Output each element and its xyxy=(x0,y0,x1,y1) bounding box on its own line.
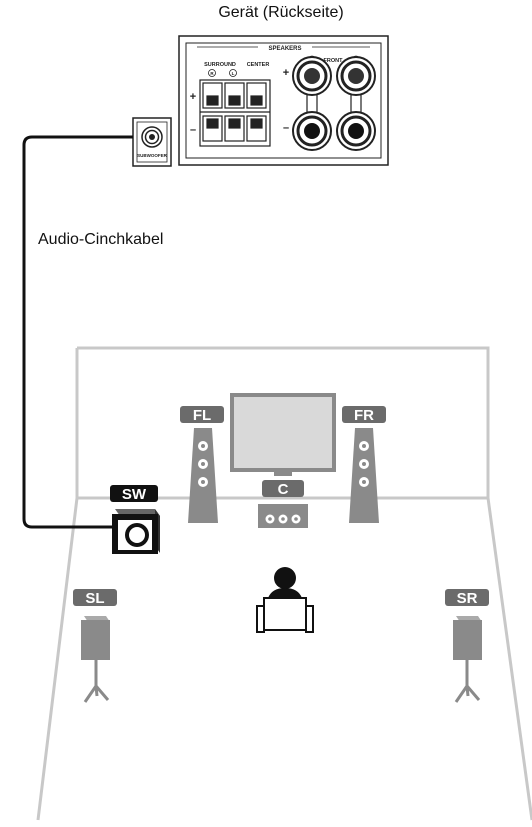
listener xyxy=(256,567,314,633)
surround-label: SURROUND xyxy=(204,62,236,68)
speaker-fr: FR xyxy=(342,406,386,523)
front-label: FRONT xyxy=(324,58,344,64)
surround-r-mark: R xyxy=(210,71,214,76)
terminal-minus-left: – xyxy=(190,124,196,136)
cable-label: Audio-Cinchkabel xyxy=(38,231,164,248)
badge-sw: SW xyxy=(122,486,147,503)
speaker-sr: SR xyxy=(445,589,489,703)
push-terminals xyxy=(199,79,271,147)
badge-sl: SL xyxy=(85,590,104,607)
badge-c: C xyxy=(278,481,289,498)
speaker-c: C xyxy=(258,480,308,528)
terminal-minus-right: – xyxy=(283,122,289,134)
device-rear-title: Gerät (Rückseite) xyxy=(218,4,344,21)
badge-sr: SR xyxy=(457,590,478,607)
subwoofer-jack: SUBWOOFER xyxy=(132,117,172,167)
badge-fl: FL xyxy=(193,407,211,424)
speaker-fl: FL xyxy=(180,406,224,523)
terminal-plus-right: + xyxy=(283,67,289,79)
audio-cable xyxy=(22,135,133,529)
tv xyxy=(230,393,336,476)
badge-fr: FR xyxy=(354,407,374,424)
front-binding-posts xyxy=(292,56,376,151)
terminal-plus-left: + xyxy=(190,91,196,103)
speaker-sl: SL xyxy=(73,589,117,703)
receiver-rear-panel: SPEAKERS SURROUND CENTER R L + – R FRONT… xyxy=(178,35,389,166)
speakers-header: SPEAKERS xyxy=(268,46,301,52)
speaker-sw: SW xyxy=(110,485,160,554)
surround-l-mark: L xyxy=(232,71,235,76)
subwoofer-jack-label: SUBWOOFER xyxy=(137,153,167,158)
center-label: CENTER xyxy=(247,62,270,68)
